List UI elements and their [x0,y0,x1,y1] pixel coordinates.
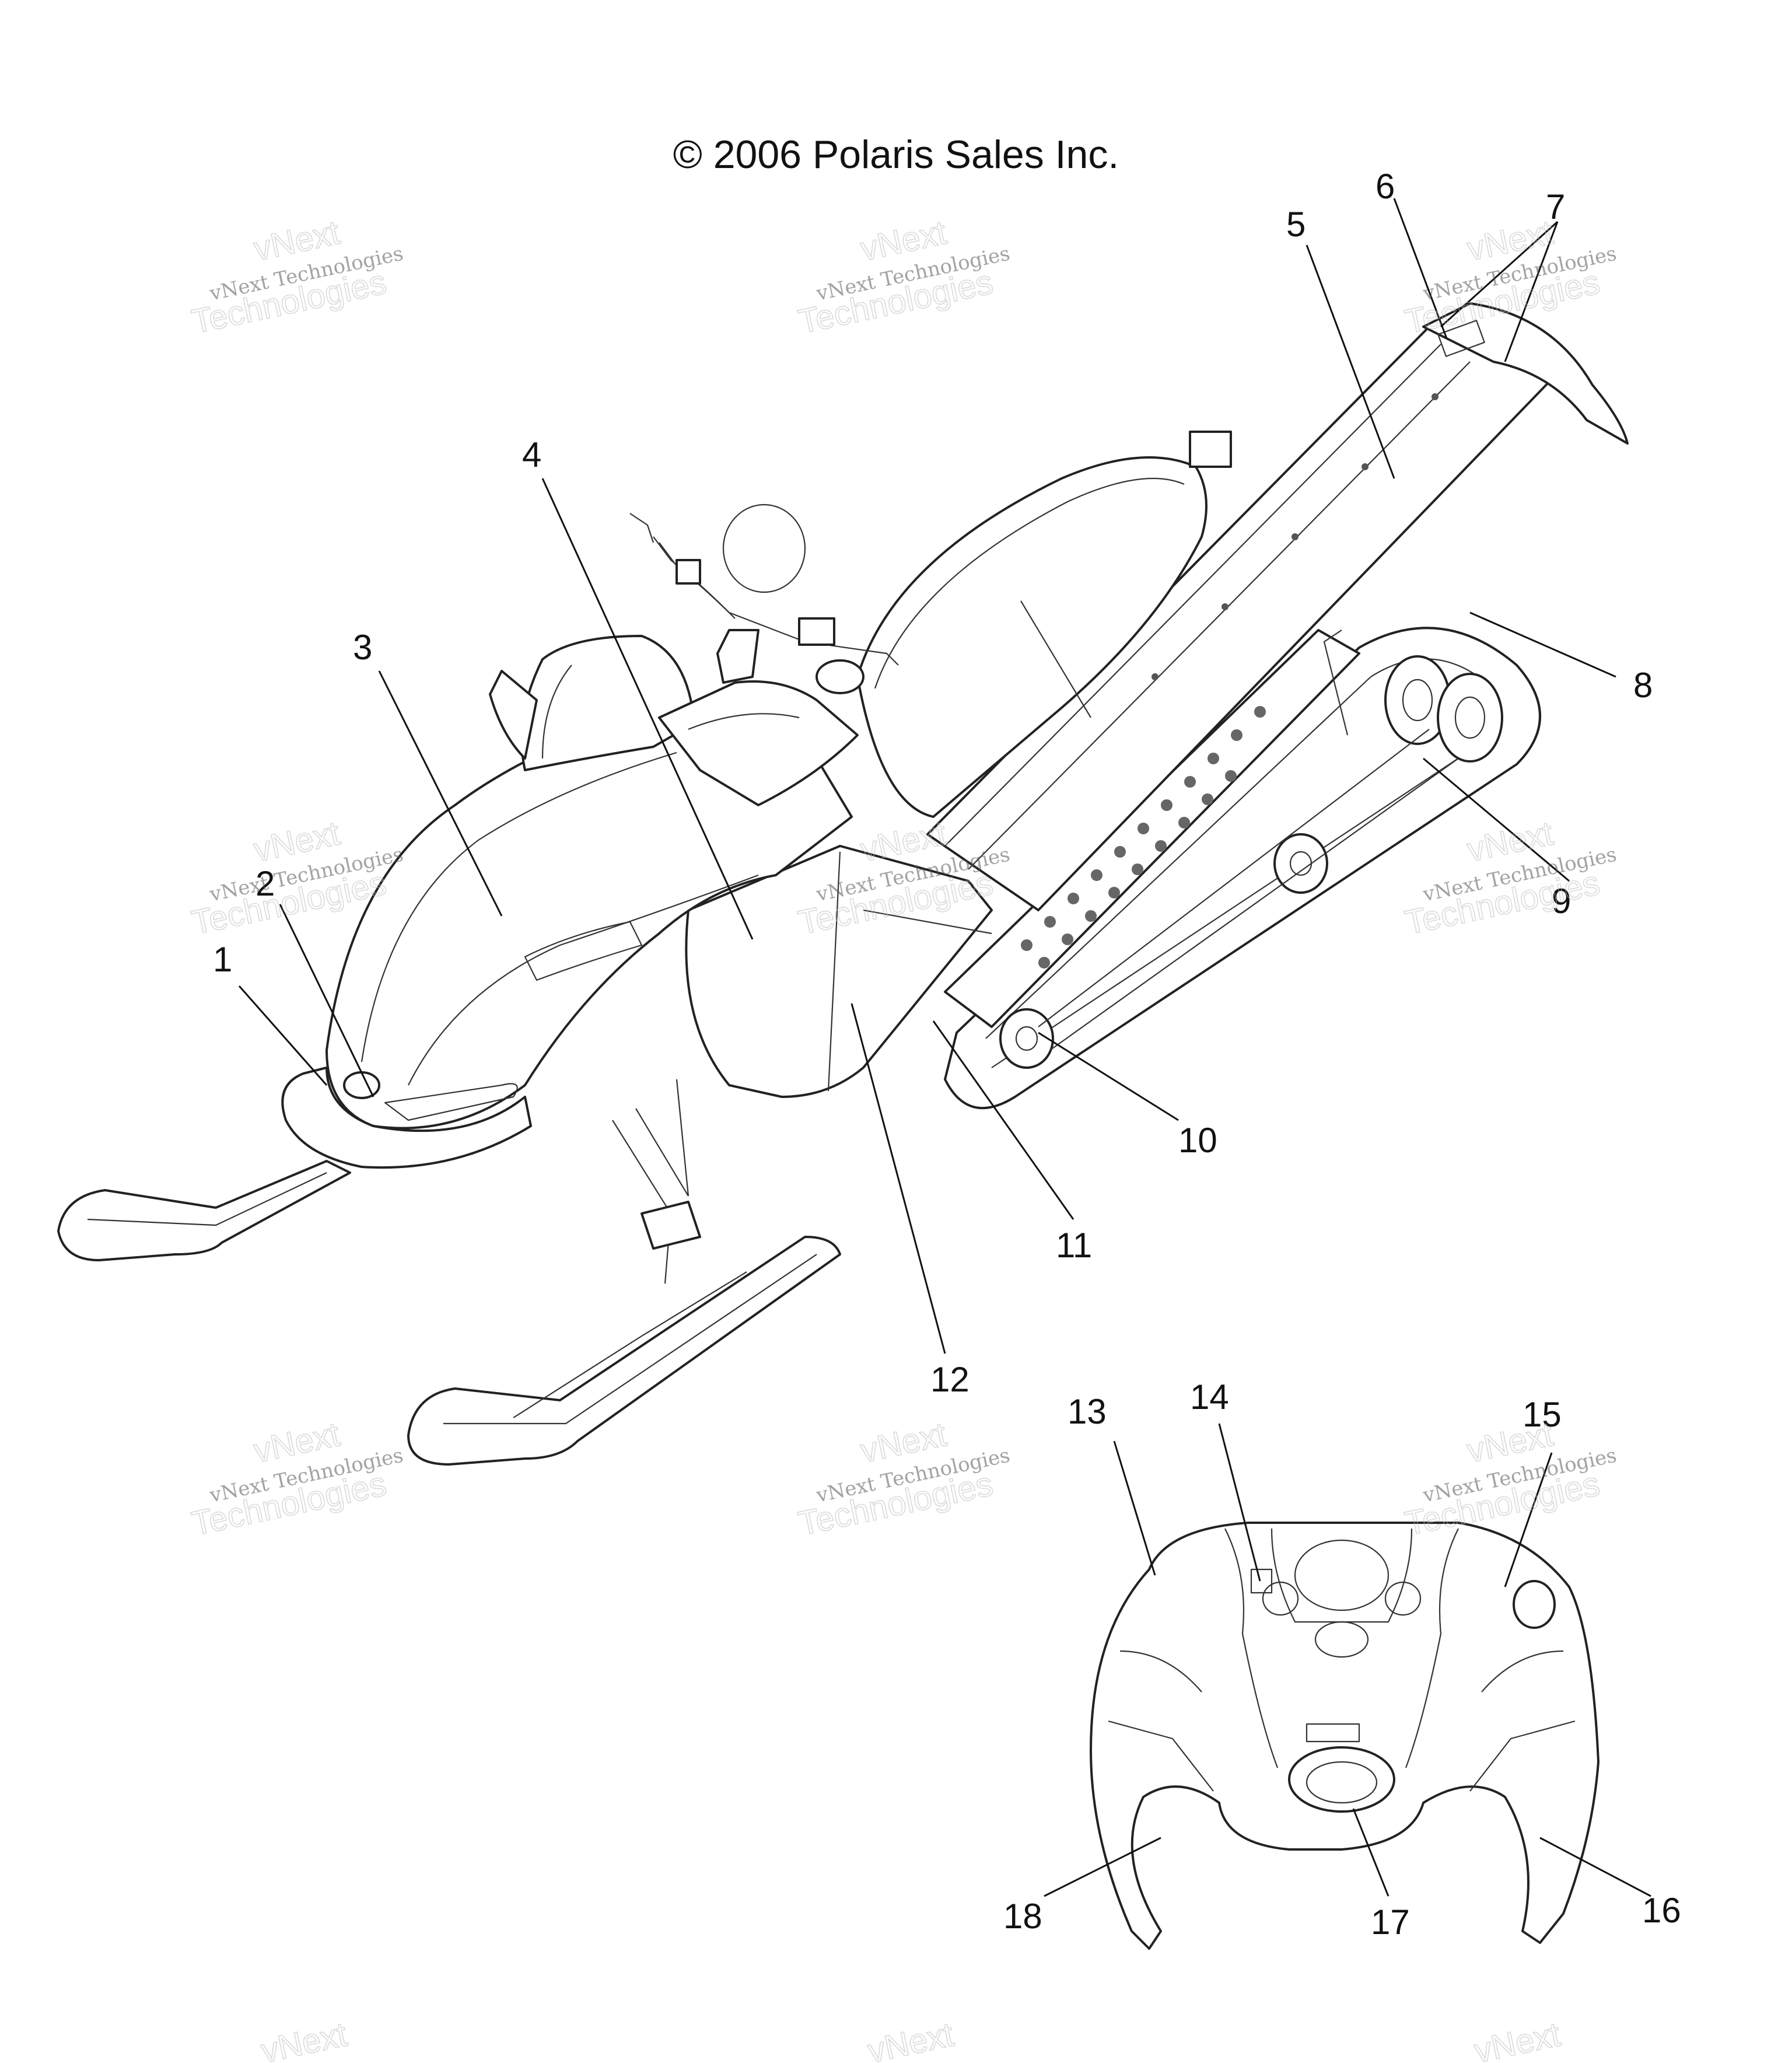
console [658,680,859,806]
leader-lines [238,198,1651,1897]
watermark-1: Technologies vNext vNext Technologies [188,213,405,342]
rear-flap [1422,302,1629,445]
callout-14: 14 [1190,1377,1229,1417]
watermark-11: vNext [864,2015,957,2063]
leader-2 [279,904,374,1097]
leader-7b [1504,221,1559,362]
leader-8 [1469,611,1616,678]
watermark-7: Technologies vNext vNext Technologies [188,1415,405,1544]
hood-detail-drawing [1090,1522,1600,1950]
hood [326,705,853,1130]
callout-9: 9 [1552,882,1571,921]
callout-12: 12 [930,1360,970,1399]
callout-11: 11 [1056,1226,1092,1265]
front-suspension [612,1079,701,1284]
left-ski [57,1160,351,1261]
leader-12 [850,1003,946,1354]
front-bumper [281,1067,532,1169]
watermark-8: Technologies vNext vNext Technologies [794,1415,1012,1544]
svg-text:vNext: vNext [258,2015,351,2063]
callout-7: 7 [1546,187,1565,226]
callout-17: 17 [1371,1903,1410,1942]
headlight [343,1071,380,1099]
hood-outer [1090,1522,1600,1950]
snowmobile-drawing [57,302,1629,1466]
leader-15 [1504,1452,1553,1588]
callout-8: 8 [1633,666,1653,705]
leader-16 [1539,1837,1651,1897]
leader-11 [932,1020,1074,1220]
watermark-10: vNext [257,2015,351,2063]
callout-1: 1 [213,940,232,979]
svg-text:vNext: vNext [1471,2015,1564,2063]
leader-13 [1113,1440,1156,1576]
leader-14 [1218,1423,1261,1582]
callout-6: 6 [1376,167,1395,206]
callout-numbers: 1 2 3 4 5 6 7 8 9 10 11 12 13 14 15 16 1… [213,167,1681,1942]
leader-18 [1044,1837,1161,1897]
handlebar [629,503,899,684]
leader-6 [1393,198,1448,339]
leader-1 [238,985,328,1086]
watermark-2: Technologies vNext vNext Technologies [794,213,1012,342]
watermark-3: Technologies vNext vNext Technologies [1401,213,1619,342]
leader-4 [541,478,754,940]
svg-text:vNext: vNext [864,2015,957,2063]
leader-9 [1423,757,1570,882]
watermark-12: vNext [1471,2015,1564,2063]
callout-13: 13 [1068,1392,1107,1431]
watermark-9: Technologies vNext vNext Technologies [1401,1415,1619,1544]
callout-10: 10 [1178,1121,1217,1160]
callout-18: 18 [1003,1897,1042,1936]
callout-15: 15 [1522,1395,1562,1434]
callout-3: 3 [353,628,372,667]
right-ski [407,1236,841,1466]
leader-7a [1440,221,1559,328]
callout-2: 2 [256,864,275,903]
idler-wheels [999,655,1503,1069]
footrest-holes [1021,706,1266,968]
fuel-cap [816,659,864,694]
leader-5 [1306,244,1395,479]
leader-3 [378,670,503,917]
side-panel [685,845,993,1098]
callout-16: 16 [1642,1891,1681,1930]
leader-17 [1352,1808,1390,1897]
seat [856,456,1208,818]
leader-10 [1038,1032,1179,1121]
copyright-notice: © 2006 Polaris Sales Inc. [673,132,1119,177]
callout-5: 5 [1286,205,1306,244]
callout-4: 4 [522,435,541,474]
track-loop [944,627,1541,1110]
